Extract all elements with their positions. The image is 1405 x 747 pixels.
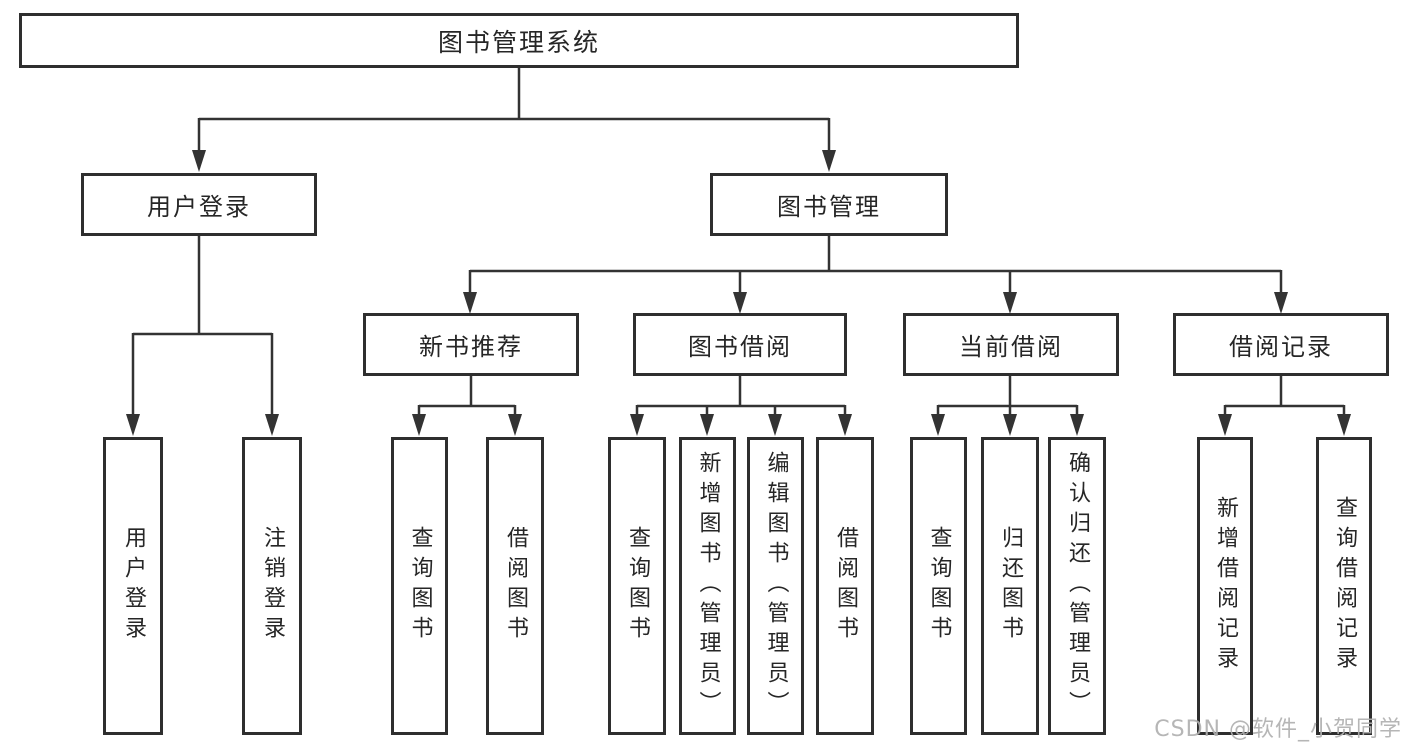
leaf-label: 借阅图书 xyxy=(833,526,858,646)
leaf-label: 新增图书（管理员） xyxy=(695,451,721,721)
leaf-newbook-borrow-books: 借阅图书 xyxy=(486,437,544,735)
leaf-logout: 注销登录 xyxy=(242,437,302,735)
leaf-label: 编辑图书（管理员） xyxy=(763,451,789,721)
leaf-current-query-books: 查询图书 xyxy=(910,437,967,735)
leaf-records-add-record: 新增借阅记录 xyxy=(1197,437,1253,735)
leaf-borrow-borrow-books: 借阅图书 xyxy=(816,437,874,735)
node-book-borrow: 图书借阅 xyxy=(633,313,847,376)
node-label: 新书推荐 xyxy=(419,333,523,361)
leaf-current-return-books: 归还图书 xyxy=(981,437,1039,735)
leaf-label: 归还图书 xyxy=(998,526,1023,646)
leaf-label: 查询图书 xyxy=(625,526,650,646)
leaf-label: 注销登录 xyxy=(260,526,285,646)
leaf-label: 用户登录 xyxy=(121,526,146,646)
leaf-label: 确认归还（管理员） xyxy=(1065,451,1090,721)
node-label: 图书管理系统 xyxy=(437,27,600,57)
leaf-label: 查询借阅记录 xyxy=(1332,496,1357,676)
node-label: 借阅记录 xyxy=(1229,333,1333,361)
node-label: 图书借阅 xyxy=(688,333,792,361)
node-label: 图书管理 xyxy=(777,193,881,221)
node-root-library-system: 图书管理系统 xyxy=(19,13,1019,68)
leaf-label: 查询图书 xyxy=(926,526,952,646)
watermark: CSDN @软件_小贺同学 xyxy=(1154,717,1402,742)
node-label: 当前借阅 xyxy=(959,333,1063,361)
leaf-current-confirm-return-admin: 确认归还（管理员） xyxy=(1048,437,1106,735)
leaf-borrow-query-books: 查询图书 xyxy=(608,437,666,735)
node-new-book-recommend: 新书推荐 xyxy=(363,313,579,376)
node-current-borrow: 当前借阅 xyxy=(903,313,1119,376)
node-borrow-records: 借阅记录 xyxy=(1173,313,1389,376)
arrow-down-icons xyxy=(126,150,1351,436)
leaf-borrow-edit-books-admin: 编辑图书（管理员） xyxy=(747,437,804,735)
node-user-login: 用户登录 xyxy=(81,173,317,236)
node-label: 用户登录 xyxy=(147,193,251,221)
node-book-management: 图书管理 xyxy=(710,173,948,236)
leaf-borrow-add-books-admin: 新增图书（管理员） xyxy=(679,437,736,735)
leaf-records-query-record: 查询借阅记录 xyxy=(1316,437,1372,735)
leaf-label: 新增借阅记录 xyxy=(1213,496,1238,676)
leaf-label: 查询图书 xyxy=(407,526,433,646)
leaf-user-login: 用户登录 xyxy=(103,437,163,735)
leaf-label: 借阅图书 xyxy=(503,526,528,646)
leaf-newbook-query-books: 查询图书 xyxy=(391,437,448,735)
